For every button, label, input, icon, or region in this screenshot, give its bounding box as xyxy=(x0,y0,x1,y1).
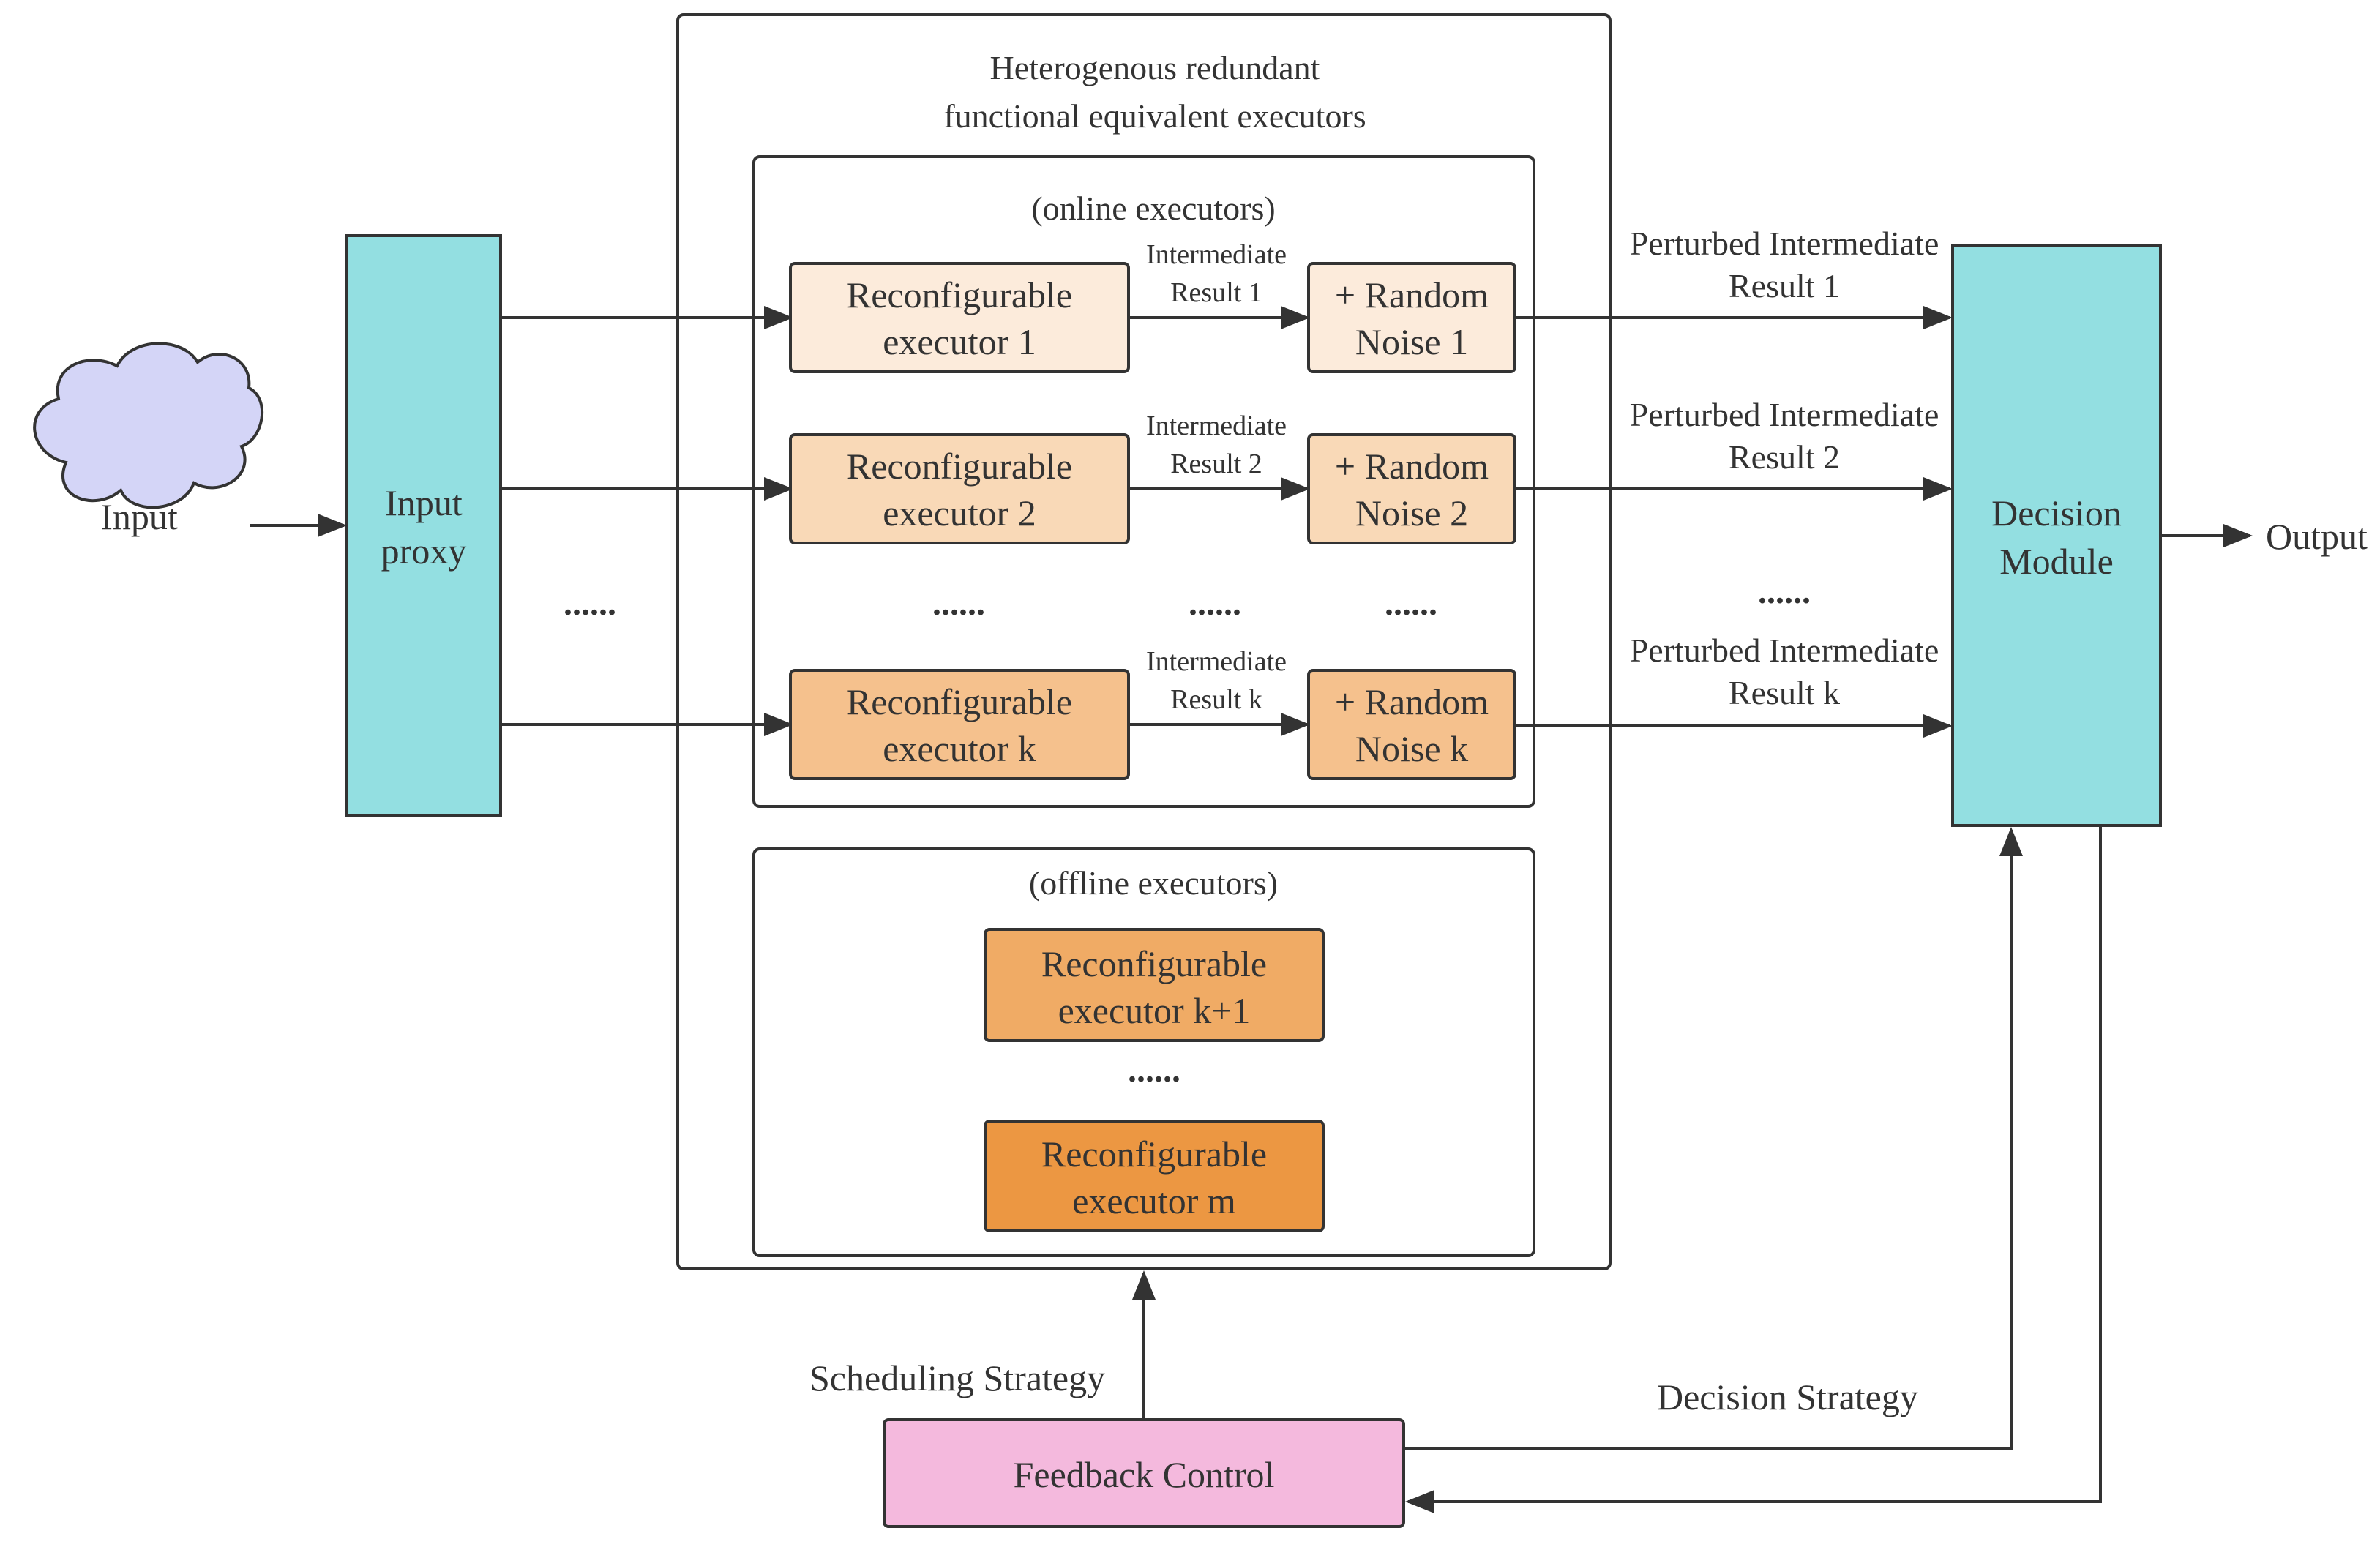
online-group-title: (online executors) xyxy=(1031,190,1275,227)
input-proxy-line2: proxy xyxy=(381,531,467,572)
outer-group-title-line1: Heterogenous redundant xyxy=(990,49,1320,86)
outer-group-title-line2: functional equivalent executors xyxy=(943,97,1366,135)
input-proxy-box xyxy=(345,234,502,817)
perturbed-result-line2: Result 2 xyxy=(1729,438,1840,476)
online-executor-line2: executor k xyxy=(883,728,1036,769)
noise-ellipsis: ...... xyxy=(1385,584,1437,623)
cloud-shape xyxy=(33,342,264,509)
decision-strategy-label: Decision Strategy xyxy=(1657,1376,1918,1417)
online-executor-line1: Reconfigurable xyxy=(847,446,1072,487)
online-row: Reconfigurable executor k IntermediateResu… xyxy=(501,632,1953,780)
perturbed-result-line1: Perturbed Intermediate xyxy=(1630,396,1939,433)
random-noise-line2: Noise k xyxy=(1355,728,1468,769)
online-row: Reconfigurable executor 2 IntermediateResu… xyxy=(501,396,1953,544)
decision-module-line1: Decision xyxy=(1991,492,2122,533)
online-row: Reconfigurable executor 1 IntermediateResu… xyxy=(501,225,1953,373)
intermediate-result-line2: Result k xyxy=(1170,684,1262,715)
random-noise-line1: + Random xyxy=(1335,446,1489,487)
connectors xyxy=(250,514,2253,1513)
decision-module-box xyxy=(1951,244,2162,827)
perturbed-result-line1: Perturbed Intermediate xyxy=(1630,225,1939,262)
input-proxy-line1: Input xyxy=(385,482,463,523)
offline-executor-m-box xyxy=(984,1120,1325,1232)
offline-group-title: (offline executors) xyxy=(1029,864,1278,902)
perturbed-result-line2: Result 1 xyxy=(1729,267,1840,304)
edge-decision-to-feedback xyxy=(1405,825,2102,1513)
input-cloud: Input xyxy=(33,342,264,537)
intermediate-result-line1: Intermediate xyxy=(1146,411,1287,441)
perturbed-result-line1: Perturbed Intermediate xyxy=(1630,632,1939,669)
offline-executors-group xyxy=(752,847,1535,1257)
input-label: Input xyxy=(100,496,178,537)
scheduling-strategy-label: Scheduling Strategy xyxy=(809,1357,1105,1398)
decision-module-line2: Module xyxy=(1999,541,2114,582)
offline-ellipsis: ...... xyxy=(1128,1051,1180,1090)
feedback-control-label: Feedback Control xyxy=(1014,1454,1275,1495)
perturbed-result-line2: Result k xyxy=(1729,674,1840,711)
proxy-ellipsis: ...... xyxy=(564,584,616,623)
perturbed-ellipsis: ...... xyxy=(1758,572,1811,611)
intermediate-result-line1: Intermediate xyxy=(1146,646,1287,677)
random-noise-line1: + Random xyxy=(1335,681,1489,722)
offline-executor-m-line1: Reconfigurable xyxy=(1041,1134,1267,1175)
output-label: Output xyxy=(2266,516,2368,557)
edge-feedback-to-decision xyxy=(1404,827,2023,1450)
intermediate-ellipsis: ...... xyxy=(1189,584,1241,623)
offline-executor-k1-line1: Reconfigurable xyxy=(1041,943,1267,984)
online-executors-group xyxy=(752,155,1535,808)
offline-executor-k1-box xyxy=(984,928,1325,1042)
executor-ellipsis: ...... xyxy=(932,584,985,623)
random-noise-line2: Noise 2 xyxy=(1355,492,1468,533)
intermediate-result-line2: Result 1 xyxy=(1170,277,1262,308)
executors-outer-group xyxy=(676,13,1612,1270)
random-noise-line2: Noise 1 xyxy=(1355,321,1468,362)
online-executor-line2: executor 2 xyxy=(883,492,1036,533)
offline-executor-k1-line2: executor k+1 xyxy=(1058,990,1251,1031)
offline-executor-m-line2: executor m xyxy=(1072,1180,1236,1221)
online-executor-line1: Reconfigurable xyxy=(847,681,1072,722)
random-noise-line1: + Random xyxy=(1335,274,1489,315)
intermediate-result-line2: Result 2 xyxy=(1170,449,1262,479)
intermediate-result-line1: Intermediate xyxy=(1146,239,1287,270)
online-executor-line2: executor 1 xyxy=(883,321,1036,362)
online-executor-line1: Reconfigurable xyxy=(847,274,1072,315)
